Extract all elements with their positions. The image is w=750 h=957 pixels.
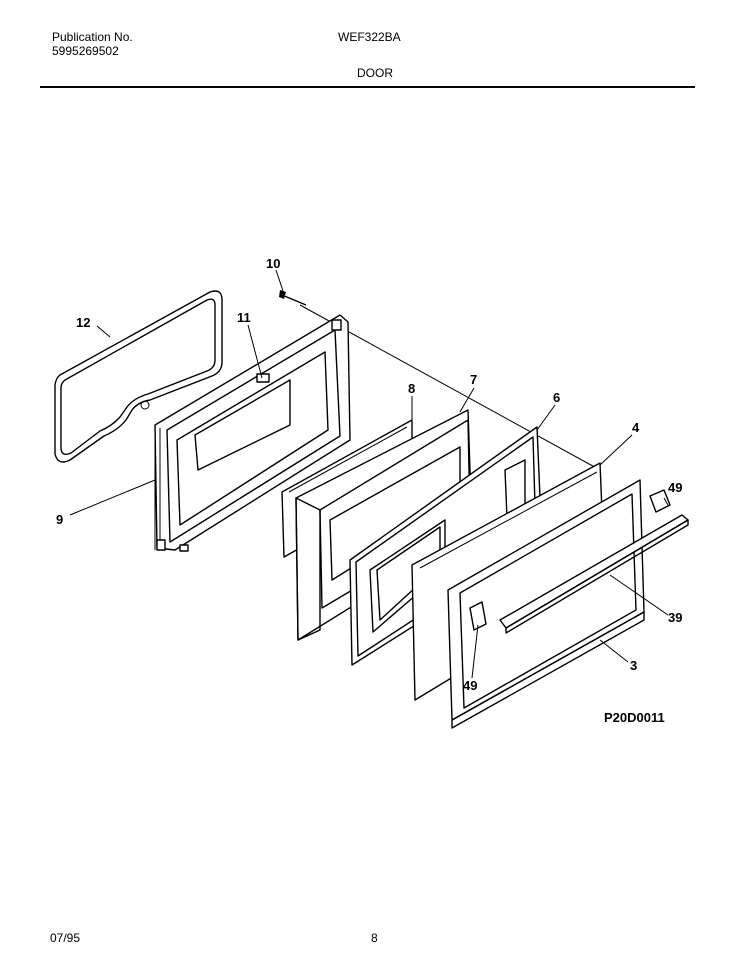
publication-label: Publication No. <box>52 30 133 44</box>
callout-7: 7 <box>470 372 477 387</box>
callout-6: 6 <box>553 390 560 405</box>
leader-lines <box>69 269 669 679</box>
model-number: WEF322BA <box>338 30 401 44</box>
section-title: DOOR <box>357 66 393 80</box>
callout-49-left: 49 <box>463 678 477 693</box>
callout-49-right: 49 <box>668 480 682 495</box>
callout-labels: 12 11 10 9 8 7 6 4 49 39 3 49 <box>56 256 682 693</box>
handle-part-39 <box>499 514 689 634</box>
handle-cap-part-49-right <box>649 489 671 513</box>
diagram-code: P20D0011 <box>604 710 665 725</box>
handle-cap-part-49-left <box>469 601 487 631</box>
gasket-part-12 <box>54 290 223 463</box>
callout-10: 10 <box>266 256 280 271</box>
callout-9: 9 <box>56 512 63 527</box>
publication-number: 5995269502 <box>52 44 119 58</box>
callout-11: 11 <box>237 310 251 325</box>
callout-8: 8 <box>408 381 415 396</box>
alignment-line <box>299 304 601 471</box>
footer-page-number: 8 <box>371 931 378 945</box>
footer-date: 07/95 <box>50 931 81 945</box>
door-liner-part-9 <box>154 314 351 552</box>
screw-part-10 <box>279 290 307 306</box>
callout-39: 39 <box>668 610 682 625</box>
callout-12: 12 <box>76 315 90 330</box>
header-divider <box>40 86 695 88</box>
callout-3: 3 <box>630 658 637 673</box>
callout-4: 4 <box>632 420 640 435</box>
